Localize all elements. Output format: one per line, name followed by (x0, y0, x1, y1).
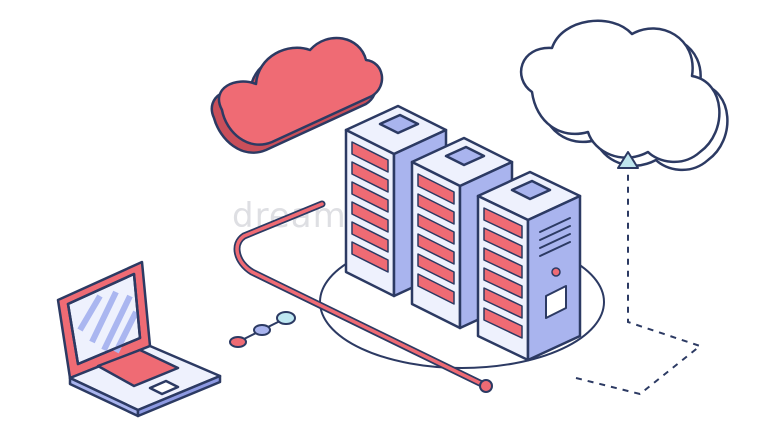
node-chain (229, 311, 296, 348)
laptop-icon (56, 260, 222, 418)
connection-endpoint (479, 379, 493, 393)
dashed-upload-path (575, 151, 703, 396)
server-rack-icon (344, 104, 582, 362)
server-rack-3 (476, 170, 582, 362)
arrow-up-icon (617, 151, 639, 169)
connection-line (233, 200, 493, 393)
cloud-icon (210, 36, 384, 154)
cloud-outline-icon (519, 19, 729, 171)
